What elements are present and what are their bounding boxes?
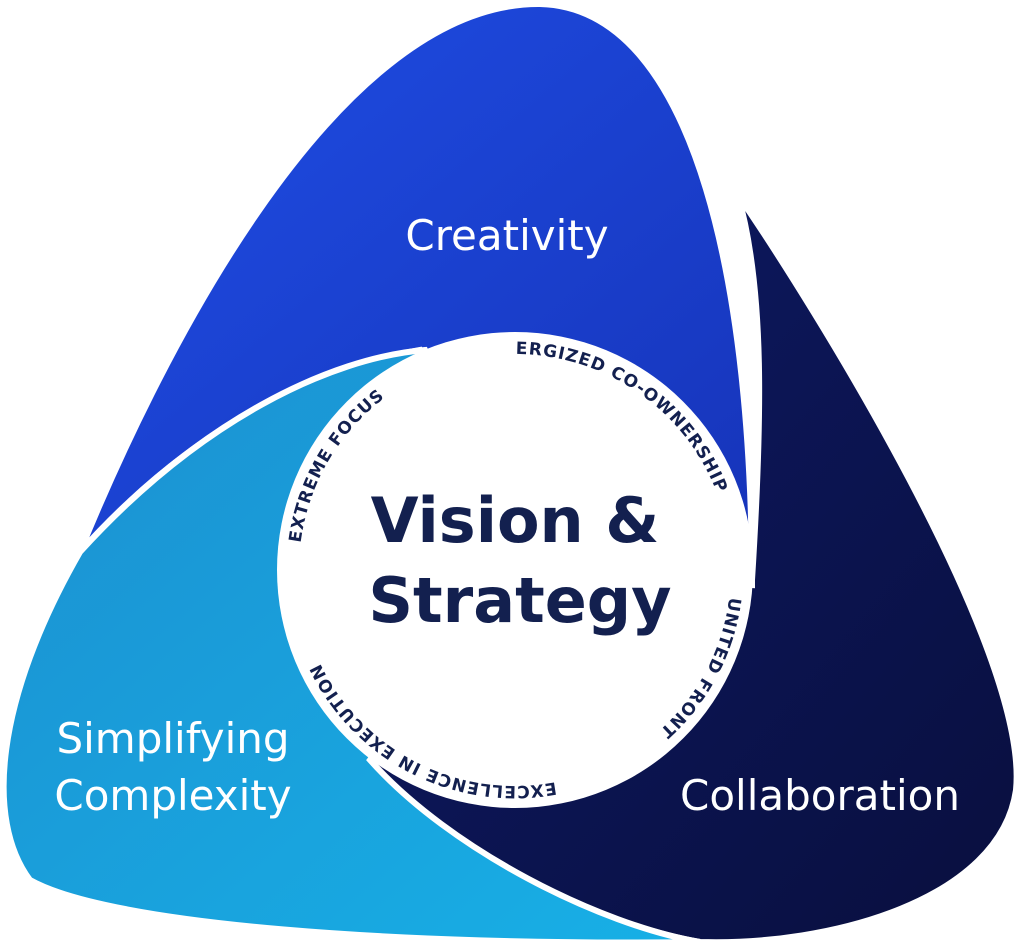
center-title-line1: Vision & bbox=[371, 484, 660, 557]
center-title-line2: Strategy bbox=[368, 564, 671, 637]
simplifying-label-line1: Simplifying bbox=[56, 714, 289, 763]
simplifying-label-line2: Complexity bbox=[54, 771, 291, 820]
center-circle bbox=[277, 332, 753, 808]
collaboration-label: Collaboration bbox=[680, 771, 960, 820]
creativity-label: Creativity bbox=[405, 211, 608, 260]
